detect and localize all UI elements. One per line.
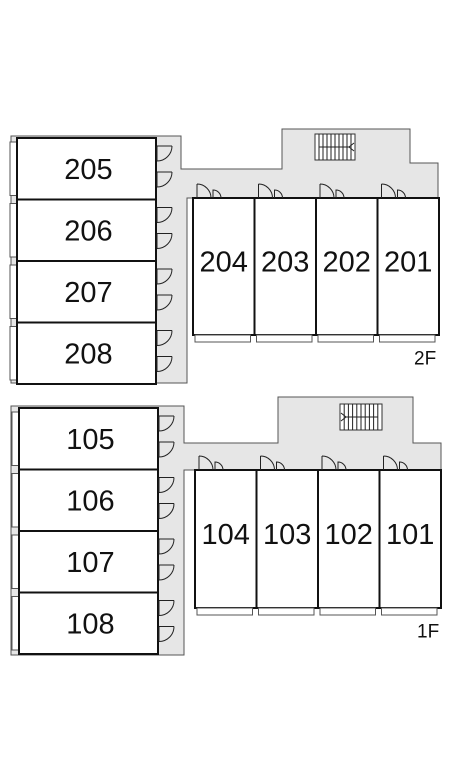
balcony <box>194 334 251 343</box>
unit-102[interactable]: 102 <box>317 455 381 616</box>
unit-outline <box>16 321 157 385</box>
door-swing-icon <box>258 183 283 199</box>
unit-number: 103 <box>263 519 311 551</box>
unit-104[interactable]: 104 <box>194 455 258 616</box>
balcony <box>11 596 20 651</box>
unit-number: 206 <box>64 215 112 247</box>
balcony <box>319 607 376 616</box>
balcony <box>11 473 20 528</box>
floor-2F: 205 206 207 208 204 203 202 201 2F <box>9 128 440 385</box>
door-swing-icon <box>158 538 175 555</box>
balcony <box>9 264 18 319</box>
door-swing-icon <box>383 455 408 471</box>
door-swing-icon <box>156 145 173 162</box>
unit-outline <box>192 197 256 336</box>
door-swing-icon <box>158 503 175 519</box>
unit-105[interactable]: 105 <box>11 407 175 471</box>
unit-205[interactable]: 205 <box>9 137 173 201</box>
door-swing-icon <box>156 207 173 223</box>
balcony <box>196 607 253 616</box>
unit-outline <box>253 197 317 336</box>
unit-outline <box>315 197 379 336</box>
unit-outline <box>16 198 157 262</box>
unit-201[interactable]: 201 <box>376 183 440 343</box>
unit-outline <box>194 469 258 609</box>
unit-number: 101 <box>386 519 434 551</box>
unit-206[interactable]: 206 <box>9 198 173 262</box>
door-swing-icon <box>158 415 175 432</box>
unit-108[interactable]: 108 <box>11 591 175 655</box>
unit-number: 204 <box>200 247 248 279</box>
unit-outline <box>16 260 157 324</box>
unit-outline <box>18 530 159 594</box>
floor-label: 1F <box>417 622 439 643</box>
door-swing-icon <box>319 183 345 199</box>
unit-101[interactable]: 101 <box>378 455 442 616</box>
unit-203[interactable]: 203 <box>253 183 317 343</box>
unit-number: 108 <box>66 608 114 640</box>
balcony <box>381 607 438 616</box>
floor-label: 2F <box>414 349 436 370</box>
door-swing-icon <box>158 600 175 616</box>
balcony <box>317 334 374 343</box>
unit-outline <box>317 469 381 609</box>
unit-number: 102 <box>325 519 373 551</box>
unit-number: 107 <box>66 547 114 579</box>
floor-1F: 105 106 107 108 104 103 102 101 1F <box>10 396 442 656</box>
unit-207[interactable]: 207 <box>9 260 173 324</box>
balcony <box>9 203 18 258</box>
unit-204[interactable]: 204 <box>192 183 256 343</box>
unit-number: 106 <box>66 485 114 517</box>
unit-outline <box>376 197 440 336</box>
door-swing-icon <box>198 455 224 471</box>
unit-outline <box>255 469 319 609</box>
unit-number: 207 <box>64 277 112 309</box>
door-swing-icon <box>156 171 173 188</box>
unit-outline <box>18 591 159 655</box>
unit-103[interactable]: 103 <box>255 455 319 616</box>
unit-number: 201 <box>384 247 432 279</box>
unit-number: 105 <box>66 424 114 456</box>
door-swing-icon <box>321 455 347 471</box>
balcony <box>258 607 315 616</box>
balcony <box>256 334 313 343</box>
staircase-icon <box>314 133 356 161</box>
door-swing-icon <box>381 183 406 199</box>
unit-outline <box>18 468 159 532</box>
unit-107[interactable]: 107 <box>11 530 175 594</box>
balcony <box>379 334 436 343</box>
staircase-icon <box>339 403 383 431</box>
unit-number: 208 <box>64 338 112 370</box>
unit-outline <box>18 407 159 471</box>
unit-number: 203 <box>261 247 309 279</box>
unit-208[interactable]: 208 <box>9 321 173 385</box>
door-swing-icon <box>158 441 175 458</box>
door-swing-icon <box>158 564 175 581</box>
door-swing-icon <box>156 233 173 249</box>
door-swing-icon <box>156 330 173 346</box>
door-swing-icon <box>196 183 222 199</box>
door-swing-icon <box>156 356 173 372</box>
door-swing-icon <box>260 455 285 471</box>
unit-106[interactable]: 106 <box>11 468 175 532</box>
unit-202[interactable]: 202 <box>315 183 379 343</box>
door-swing-icon <box>156 294 173 311</box>
unit-number: 202 <box>323 247 371 279</box>
door-swing-icon <box>158 626 175 642</box>
balcony <box>11 411 20 466</box>
unit-number: 104 <box>202 519 250 551</box>
unit-number: 205 <box>64 154 112 186</box>
balcony <box>11 534 20 589</box>
balcony <box>9 141 18 196</box>
balcony <box>9 326 18 381</box>
door-swing-icon <box>156 268 173 285</box>
door-swing-icon <box>158 477 175 493</box>
unit-outline <box>16 137 157 201</box>
